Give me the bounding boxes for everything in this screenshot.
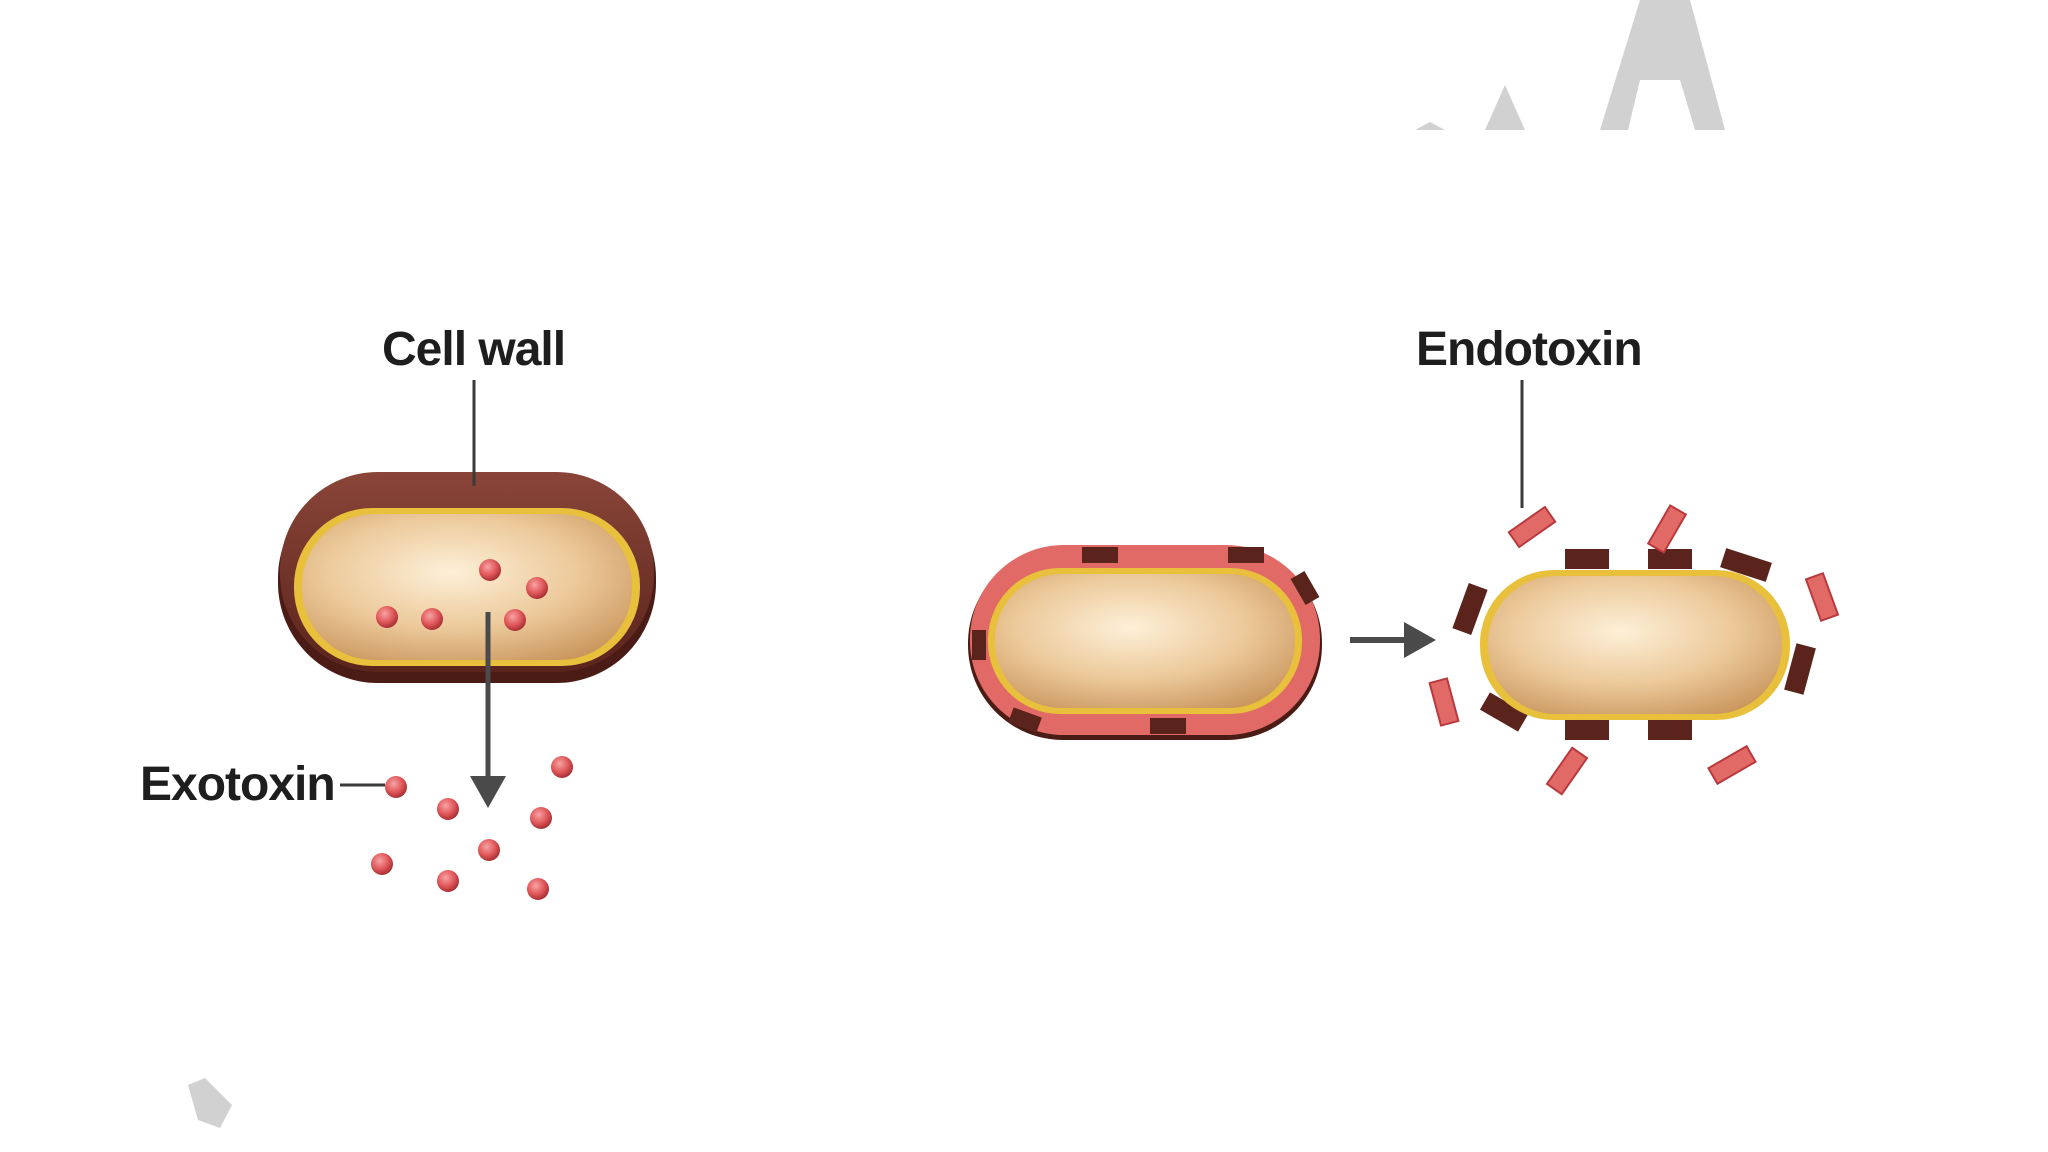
intact-gram-negative-cell: [968, 545, 1322, 740]
exotoxin-molecules: [371, 756, 573, 900]
secretion-arrow: [470, 612, 506, 808]
watermark: [188, 0, 1725, 1128]
endotoxin-fragments: [1428, 504, 1840, 796]
endotoxin-label: Endotoxin: [1416, 323, 1642, 376]
exotoxin-label: Exotoxin: [140, 758, 335, 811]
exotoxin-bacterium: [278, 472, 656, 683]
cell-wall-label: Cell wall: [382, 323, 565, 376]
lysed-gram-negative-cell: [1452, 548, 1816, 740]
lysis-arrow: [1350, 622, 1436, 658]
